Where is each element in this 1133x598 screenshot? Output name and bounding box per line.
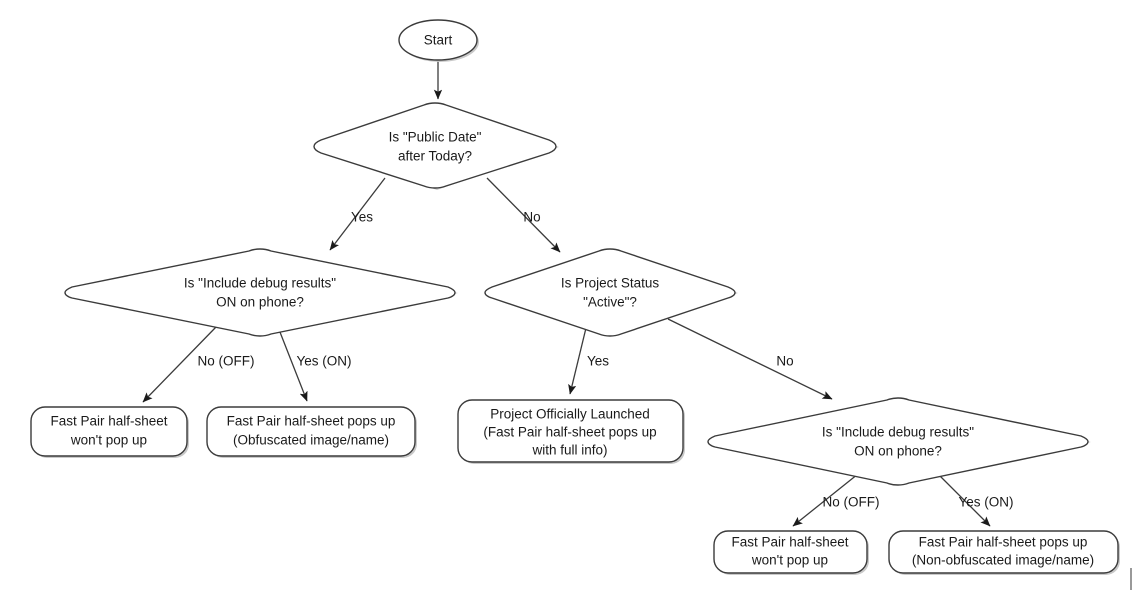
node-decision-public-date[interactable]: Is "Public Date" after Today?: [313, 102, 559, 190]
node-result-no-popup-left[interactable]: Fast Pair half-sheet won't pop up: [30, 406, 189, 458]
node-result-no-popup-left-line1: Fast Pair half-sheet: [50, 414, 167, 429]
edge-label-debug-left-yes-on: Yes (ON): [296, 354, 351, 369]
node-result-no-popup-right-line2: won't pop up: [751, 553, 828, 568]
edge-debug-right-no-off: No (OFF): [792, 473, 880, 527]
edge-public-date-yes: Yes: [329, 177, 386, 251]
node-result-project-launched[interactable]: Project Officially Launched (Fast Pair h…: [457, 399, 685, 464]
node-decision-debug-left-line1: Is "Include debug results": [184, 276, 336, 291]
node-result-no-popup-right-line1: Fast Pair half-sheet: [731, 535, 848, 550]
node-result-no-popup-right[interactable]: Fast Pair half-sheet won't pop up: [713, 530, 869, 575]
node-result-no-popup-left-line2: won't pop up: [70, 433, 147, 448]
node-decision-debug-right-line1: Is "Include debug results": [822, 425, 974, 440]
node-decision-project-status-line2: "Active"?: [583, 295, 637, 310]
node-decision-debug-left[interactable]: Is "Include debug results" ON on phone?: [64, 248, 458, 337]
node-decision-public-date-line2: after Today?: [398, 149, 472, 164]
node-result-obfuscated-line1: Fast Pair half-sheet pops up: [227, 414, 396, 429]
node-result-project-launched-line1: Project Officially Launched: [490, 407, 650, 422]
edge-debug-left-yes-on: Yes (ON): [277, 326, 352, 402]
edge-debug-left-no-off: No (OFF): [142, 326, 255, 403]
edge-project-status-yes: Yes: [568, 327, 609, 395]
edge-debug-right-yes-on: Yes (ON): [937, 473, 1014, 527]
node-result-obfuscated[interactable]: Fast Pair half-sheet pops up (Obfuscated…: [206, 406, 417, 458]
node-result-project-launched-line2: (Fast Pair half-sheet pops up: [483, 425, 656, 440]
node-decision-project-status[interactable]: Is Project Status "Active"?: [484, 248, 738, 337]
node-start[interactable]: Start: [398, 19, 479, 62]
edge-label-project-status-yes: Yes: [587, 354, 609, 369]
edge-project-status-no: No: [667, 318, 833, 400]
node-start-label: Start: [424, 33, 453, 48]
edge-public-date-no: No: [486, 177, 561, 253]
node-result-non-obfuscated-line2: (Non-obfuscated image/name): [912, 553, 1094, 568]
edge-label-debug-right-yes-on: Yes (ON): [958, 495, 1013, 510]
node-decision-debug-right[interactable]: Is "Include debug results" ON on phone?: [707, 397, 1091, 486]
edge-label-public-date-no: No: [523, 210, 540, 225]
node-decision-project-status-line1: Is Project Status: [561, 276, 660, 291]
node-result-project-launched-line3: with full info): [531, 443, 607, 458]
edge-label-debug-left-no-off: No (OFF): [198, 354, 255, 369]
edge-label-project-status-no: No: [776, 354, 793, 369]
node-decision-debug-right-line2: ON on phone?: [854, 444, 942, 459]
edge-label-public-date-yes: Yes: [351, 210, 373, 225]
edge-label-debug-right-no-off: No (OFF): [823, 495, 880, 510]
node-decision-debug-left-line2: ON on phone?: [216, 295, 304, 310]
node-decision-public-date-line1: Is "Public Date": [389, 130, 482, 145]
node-result-non-obfuscated[interactable]: Fast Pair half-sheet pops up (Non-obfusc…: [888, 530, 1120, 575]
node-result-non-obfuscated-line1: Fast Pair half-sheet pops up: [919, 535, 1088, 550]
node-result-obfuscated-line2: (Obfuscated image/name): [233, 433, 389, 448]
edge-layer: Yes No No (OFF) Yes (ON) Yes No: [142, 60, 1014, 527]
